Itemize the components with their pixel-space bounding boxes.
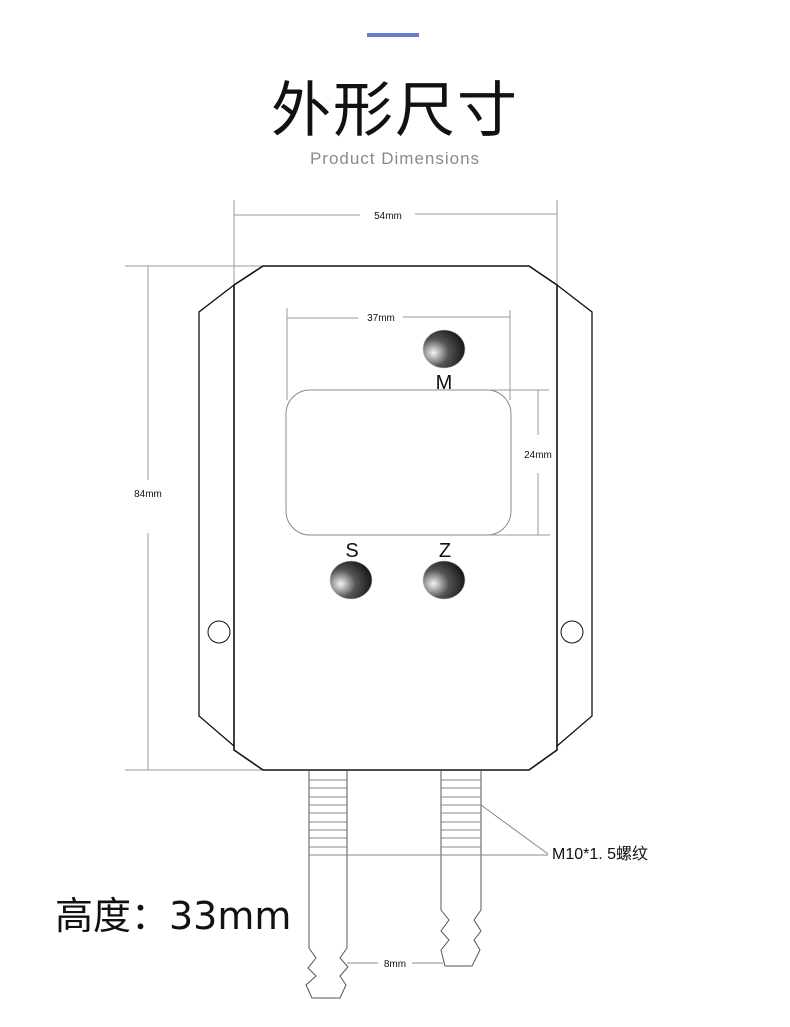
screen-width-dimension [286,308,511,400]
button-z-label: Z [439,540,451,562]
height-dimension [125,265,262,771]
screen-height-label: 24mm [524,450,552,461]
screen-height-dimension [490,389,550,536]
display-screen [285,389,512,536]
button-z [422,560,466,600]
depth-label: 高度：33mm [55,894,292,938]
screen-width-label: 37mm [367,313,395,324]
mounting-hole-left [207,620,231,644]
pipe-spacing-label: 8mm [384,959,406,970]
pressure-port-left [305,770,349,999]
button-s [329,560,373,600]
thread-leader [309,804,549,856]
height-label: 84mm [134,489,162,500]
device-body [233,265,558,771]
button-m [422,329,466,369]
width-dimension [233,200,558,290]
thread-lines [309,779,481,848]
button-s-label: S [345,540,358,562]
accent-bar [367,33,419,37]
page-title: 外形尺寸 [271,76,519,146]
side-wings [198,284,593,747]
button-m-label: M [436,372,453,394]
page-subtitle: Product Dimensions [309,149,481,168]
thread-label: M10*1. 5螺纹 [552,845,648,863]
width-label: 54mm [374,211,402,222]
pressure-port-right [440,770,482,967]
mounting-hole-right [560,620,584,644]
